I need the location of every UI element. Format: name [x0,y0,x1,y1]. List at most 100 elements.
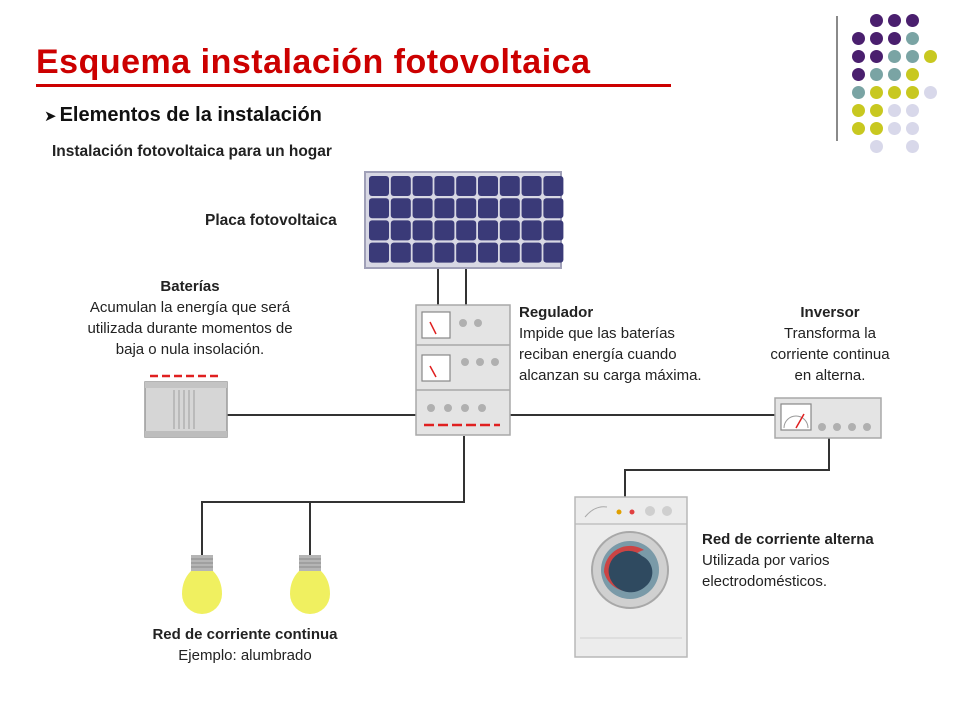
solar-cell [390,198,411,219]
decorative-dot [852,68,865,81]
decorative-dot [906,104,919,117]
solar-cell [434,198,455,219]
batteries-title: Baterías [160,278,220,295]
dc-network-title: Red de corriente continua [152,626,338,643]
decorative-dot [852,104,865,117]
decorative-dot [870,14,883,27]
batteries-line: utilizada durante momentos de [87,320,293,337]
decorative-dot [924,50,937,63]
light-bulb-icon [182,555,222,614]
decorative-dot [888,104,901,117]
decorative-dot [870,122,883,135]
decorative-dot [870,104,883,117]
decorative-dot-grid [852,14,952,153]
solar-cell [412,198,433,219]
solar-cell [521,242,542,263]
wiring [201,268,830,555]
solar-cell [412,220,433,241]
inverter-title: Inversor [800,304,860,321]
slide-subtitle: ➤Elementos de la instalación [44,102,322,130]
inverter-line: corriente continua [770,346,890,363]
right-arrow-bullet-icon: ➤ [44,108,57,125]
decorative-dot [852,50,865,63]
solar-cell [434,176,455,196]
solar-cell [369,242,389,263]
solar-cell [390,242,411,263]
decorative-dot [888,68,901,81]
solar-cell [543,220,564,241]
solar-cell [434,220,455,241]
battery-icon [144,374,228,438]
solar-cell [390,220,411,241]
decorative-dot [906,68,919,81]
decorative-dot [906,14,919,27]
decorative-dot [870,50,883,63]
decorative-dot [852,86,865,99]
inverter-icon [774,397,882,439]
subtitle-text: Elementos de la instalación [59,104,322,126]
dc-network-line: Ejemplo: alumbrado [178,647,312,664]
decorative-dot [888,86,901,99]
solar-cell [412,176,433,196]
light-bulb-icon [290,555,330,614]
regulator-icon [415,304,511,436]
title-underline [36,84,671,87]
solar-cell [499,198,520,219]
dc-network-description: Red de corriente continua Ejemplo: alumb… [120,624,370,666]
inverter-line: Transforma la [784,325,876,342]
decorative-dot [888,14,901,27]
decorative-dot [870,68,883,81]
solar-cell [478,242,498,263]
batteries-line: Acumulan la energía que será [89,299,291,316]
solar-cell [543,176,564,196]
decorative-divider [836,16,838,141]
solar-cell [499,220,520,241]
decorative-dot [906,50,919,63]
washing-machine-icon [574,496,688,658]
decorative-dot [888,32,901,45]
regulator-line: alcanzan su carga máxima. [519,367,702,384]
solar-cell [390,176,411,196]
solar-cell [456,176,477,196]
solar-cell [456,220,477,241]
decorative-dot [888,122,901,135]
decorative-dot [906,122,919,135]
slide-title: Esquema instalación fotovoltaica [36,43,591,81]
solar-cell [478,176,498,196]
solar-cell [499,176,520,196]
solar-cell [369,220,389,241]
panel-label: Placa fotovoltaica [205,212,337,229]
ac-network-line: electrodomésticos. [702,573,828,590]
solar-cell [521,220,542,241]
regulator-description: Regulador Impide que las baterías reciba… [519,302,759,386]
decorative-dot [852,32,865,45]
batteries-line: baja o nula insolación. [115,341,265,358]
ac-network-description: Red de corriente alterna Utilizada por v… [702,529,942,592]
regulator-title: Regulador [519,304,594,321]
decorative-dot [870,86,883,99]
ac-network-line: Utilizada por varios [702,552,830,569]
solar-cell [478,198,498,219]
decorative-dot [906,140,919,153]
solar-cell [543,198,564,219]
solar-cell [499,242,520,263]
decorative-dot [852,122,865,135]
inverter-description: Inversor Transforma la corriente continu… [745,302,915,386]
solar-cell [543,242,564,263]
batteries-description: Baterías Acumulan la energía que será ut… [55,276,325,360]
solar-cell [456,242,477,263]
solar-cell [412,242,433,263]
inverter-line: en alterna. [794,367,866,384]
solar-cell [478,220,498,241]
decorative-dot [888,50,901,63]
solar-cell [521,176,542,196]
solar-cell [521,198,542,219]
diagram-heading: Instalación fotovoltaica para un hogar [52,143,332,160]
decorative-dot [906,86,919,99]
decorative-dot [906,32,919,45]
solar-cell [456,198,477,219]
regulator-line: reciban energía cuando [519,346,677,363]
regulator-line: Impide que las baterías [519,325,675,342]
solar-cell [369,198,389,219]
